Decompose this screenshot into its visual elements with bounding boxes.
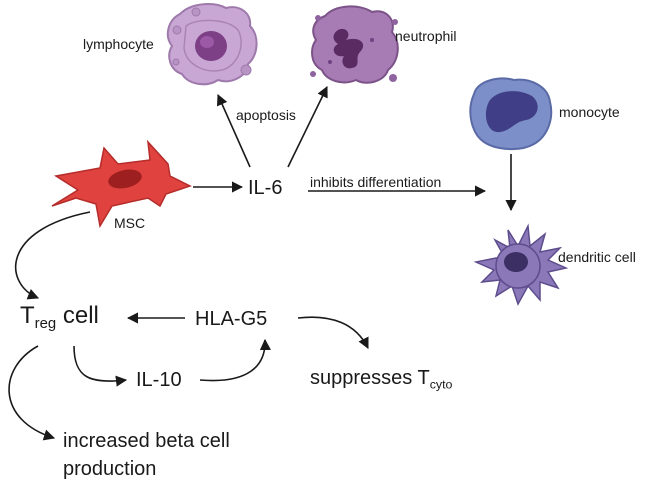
treg-cell-word: cell [62,302,99,329]
suppresses-tcyto-label: suppresses Tcyto [310,368,452,391]
apoptosis-label: apoptosis [236,107,296,123]
monocyte-icon [469,77,553,150]
treg-main: T [20,302,35,329]
arrow-il6-to-neutrophil [287,85,328,168]
msc-label: MSC [114,215,146,231]
msc-cell-icon [51,139,192,229]
dendritic-cell-icon [473,223,569,306]
arrow-treg-to-il10 [73,345,128,387]
neutrophil-icon [310,5,399,84]
inhibits-differentiation-label: inhibits differentiation [310,174,442,190]
beta-cell-line1: increased beta cell [63,430,230,452]
arrows [8,85,517,441]
arrow-hlag5-to-suppress [297,316,369,350]
suppresses-main: suppresses T [310,367,430,389]
neutrophil-label: neutrophil [395,28,457,44]
arrow-msc-to-treg [15,211,91,300]
beta-cell-line2: production [63,458,157,480]
treg-subscript: reg [34,316,57,333]
arrow-il6-to-lymphocyte [216,93,251,168]
dendritic-cell-label: dendritic cell [558,249,636,265]
arrow-il10-to-hlag5 [199,338,271,382]
il10-label: IL-10 [136,369,182,391]
tcyto-subscript: cyto [429,377,453,392]
lymphocyte-icon [166,3,258,86]
lymphocyte-label: lymphocyte [83,36,154,52]
treg-cell-label: Treg cell [20,304,99,332]
arrow-treg-to-beta [8,345,56,441]
il6-label: IL-6 [248,177,283,199]
hla-g5-label: HLA-G5 [195,308,268,330]
monocyte-label: monocyte [559,104,620,120]
